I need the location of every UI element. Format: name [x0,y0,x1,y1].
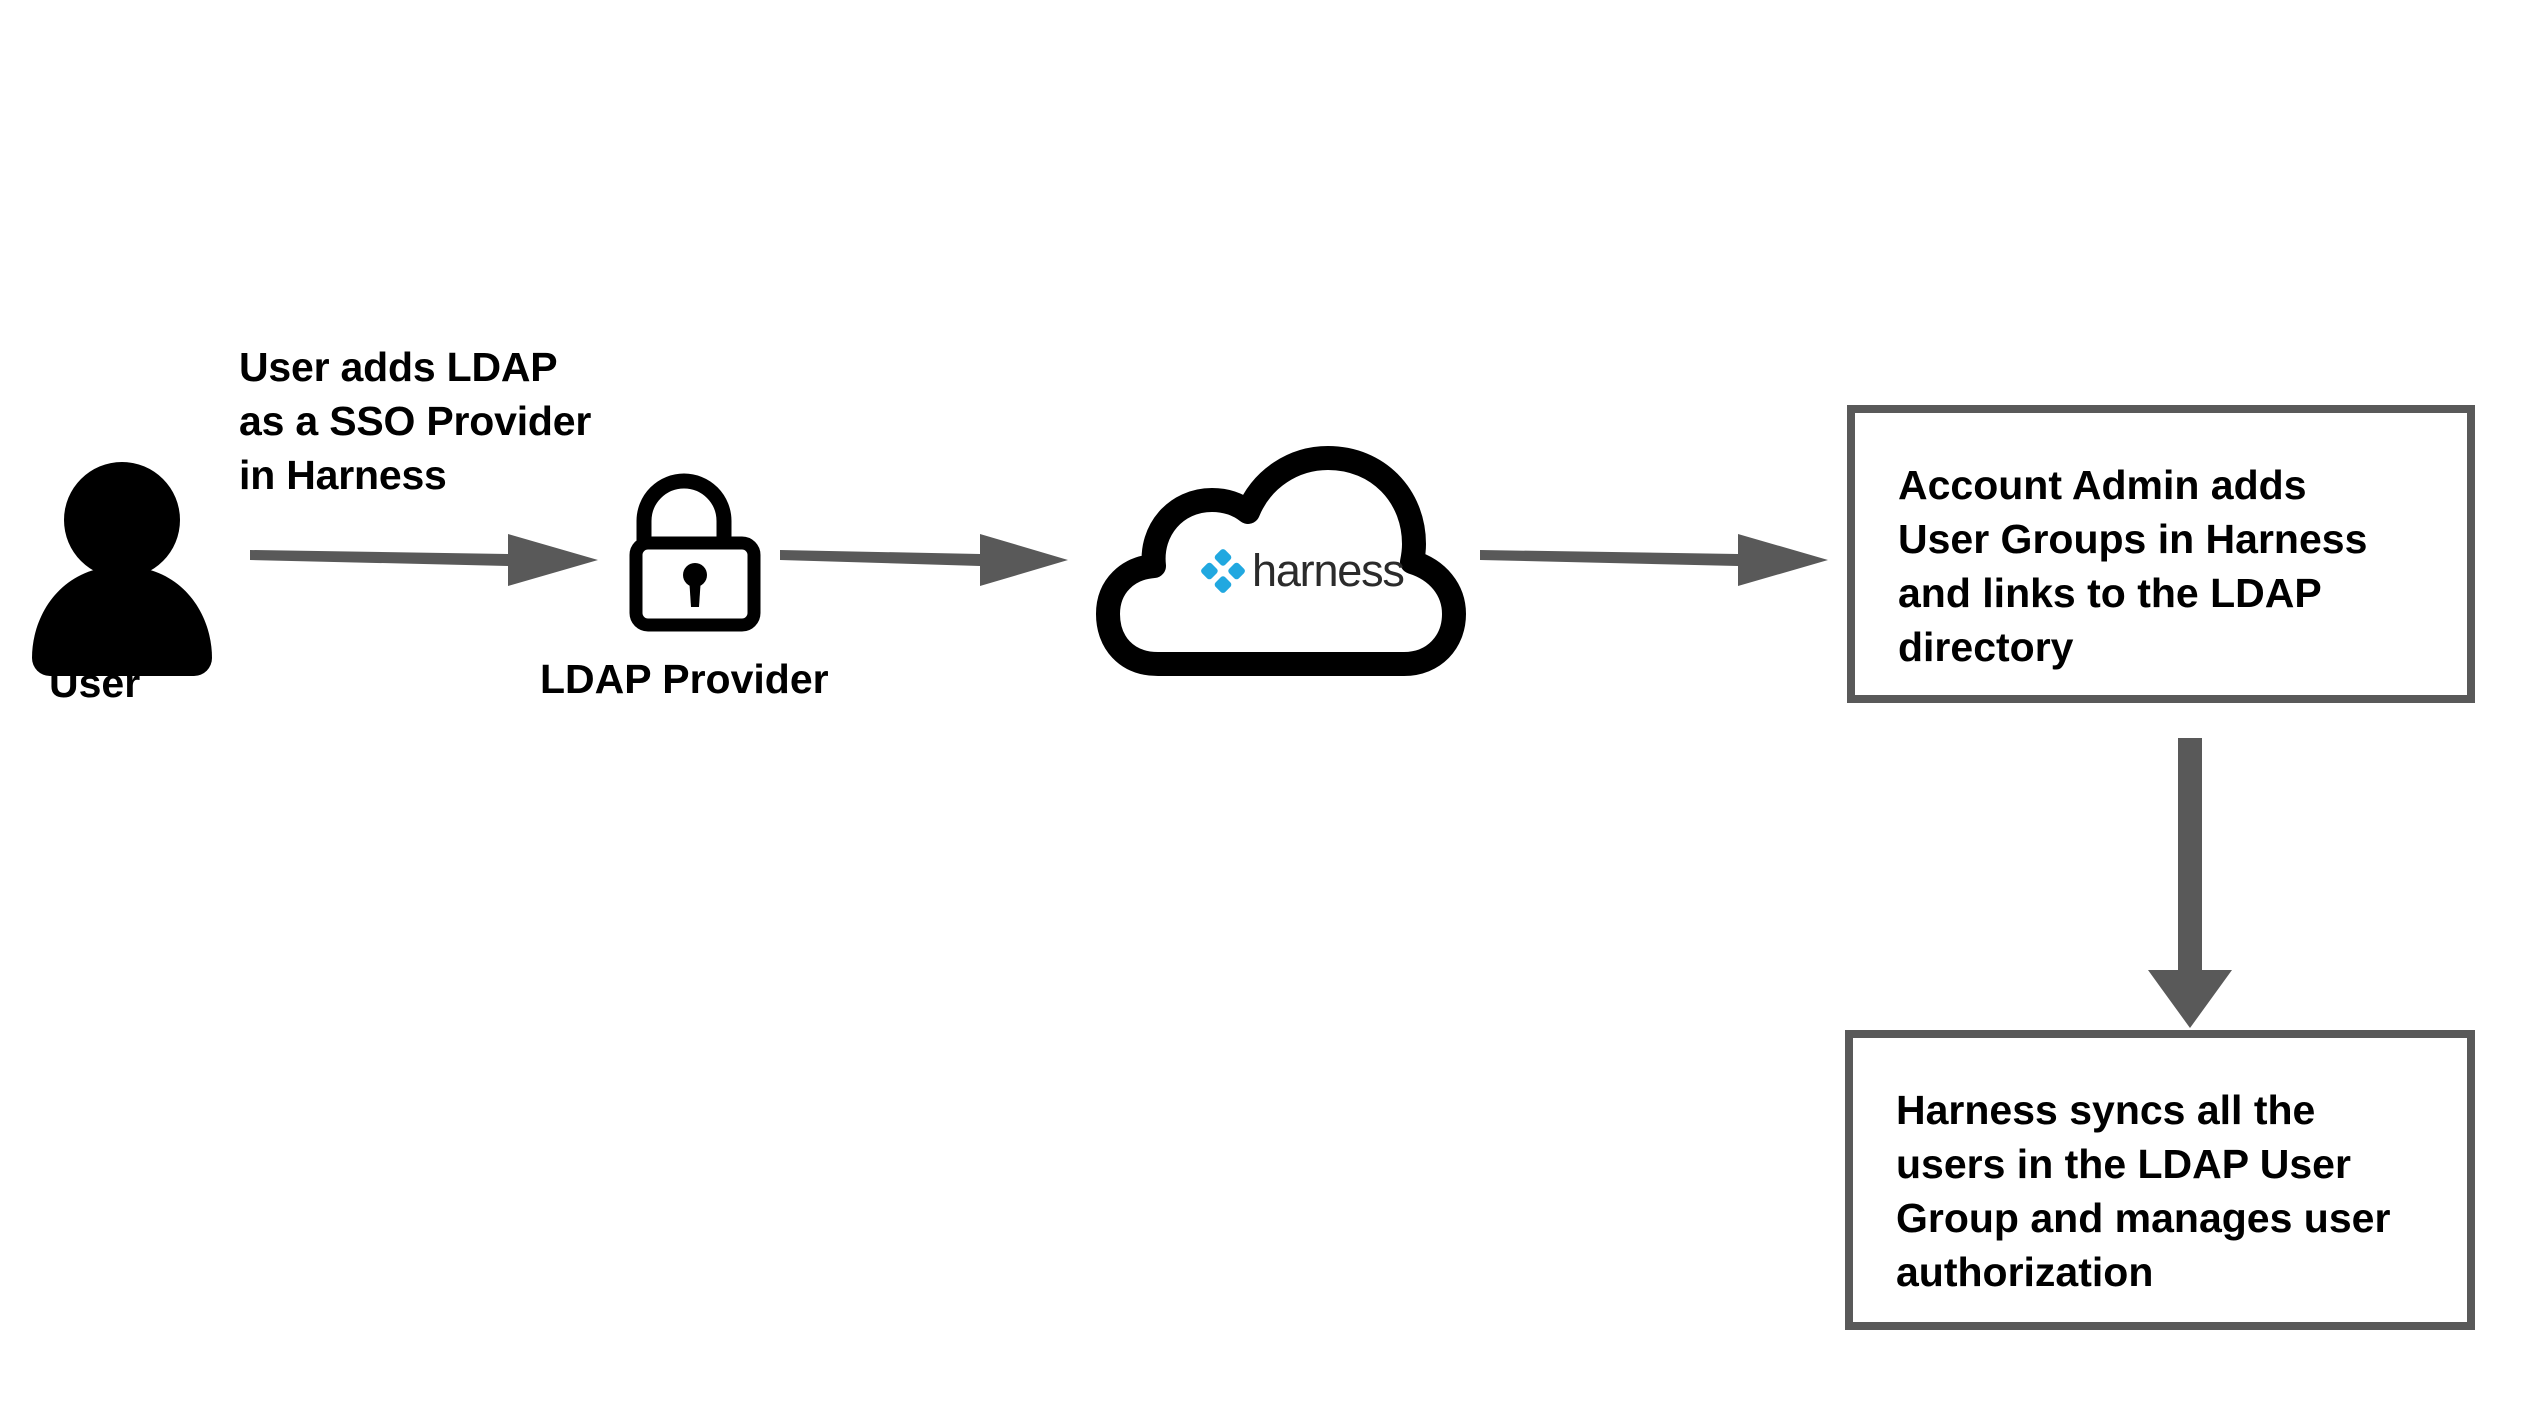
harness-logo: harness [1201,545,1405,596]
harness-diamond-logo-icon [1201,548,1245,593]
account-admin-box-text: Account Admin adds User Groups in Harnes… [1898,462,2368,670]
user-node [22,462,222,687]
ldap-provider-node [620,465,770,640]
account-admin-box: Account Admin adds User Groups in Harnes… [1847,405,2475,703]
open-padlock-icon [629,473,761,632]
harness-sync-box: Harness syncs all the users in the LDAP … [1845,1030,2475,1330]
arrow-cloud-to-box [1480,528,1830,592]
arrow-ldap-to-cloud [780,528,1070,592]
user-label: User [49,660,141,706]
arrow-box-to-box [2135,738,2245,1030]
harness-sync-box-text: Harness syncs all the users in the LDAP … [1896,1087,2391,1295]
ldap-provider-label: LDAP Provider [540,656,829,702]
user-person-icon [32,462,212,676]
cloud-icon [1096,446,1466,676]
user-to-ldap-annotation: User adds LDAP as a SSO Provider in Harn… [239,344,592,498]
arrow-user-to-ldap [250,528,600,592]
harness-wordmark-text: harness [1252,545,1405,596]
harness-cloud-node: harness [1096,420,1466,685]
